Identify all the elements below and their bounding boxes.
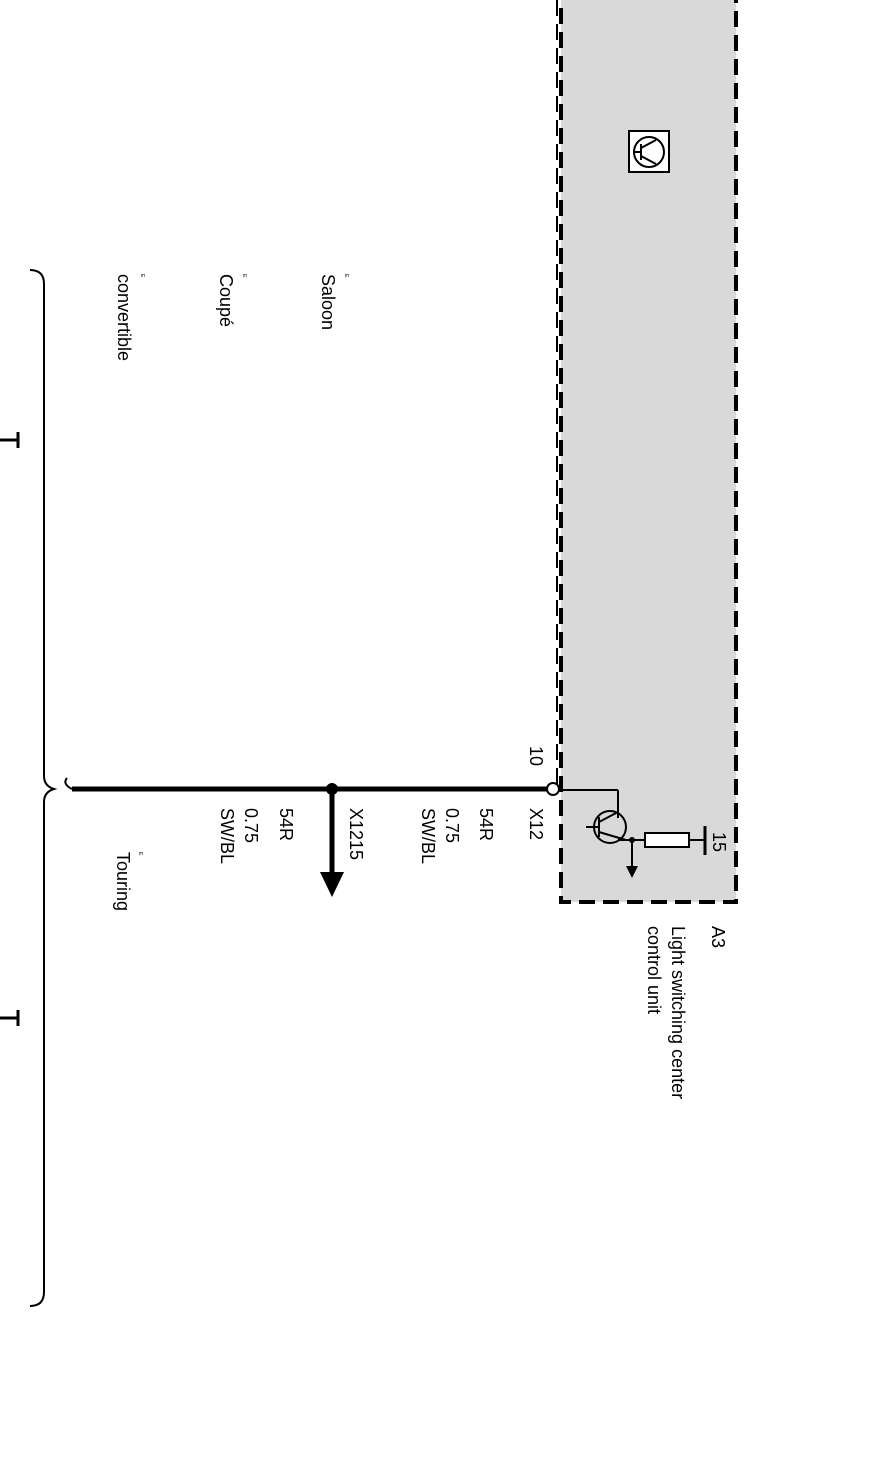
pin-15-label: 15 — [709, 832, 729, 852]
variant-saloon: Saloon — [318, 274, 338, 330]
component-name-line1: Light switching center — [668, 926, 688, 1099]
wire-lower-labels: 54R 0.75 SW/BL — [217, 808, 296, 864]
variant-convertible-mark: E — [139, 274, 145, 278]
transistor-box-icon — [628, 130, 670, 173]
pin-10-label: 10 — [526, 746, 546, 766]
wire-lower-size: 0.75 — [241, 808, 261, 843]
internal-circuit — [554, 789, 707, 878]
variant-coupe: Coupé — [216, 274, 236, 327]
control-unit-a3[interactable] — [554, 0, 738, 904]
component-name-line2: control unit — [644, 926, 664, 1014]
component-labels: A3 Light switching center control unit 1… — [526, 746, 729, 1099]
wire-upper-color: SW/BL — [418, 808, 438, 864]
variant-touring-mark: E — [137, 852, 143, 856]
ground-arrow-icon — [626, 866, 638, 878]
variant-brace — [29, 269, 58, 1307]
wire-lower-label: 54R — [276, 808, 296, 841]
variant-coupe-mark: E — [241, 274, 247, 278]
wire-lower-color: SW/BL — [217, 808, 237, 864]
wire-end-hook — [64, 777, 73, 790]
variant-labels: E Saloon E Coupé E convertible E Touring — [113, 274, 349, 911]
variant-saloon-mark: E — [343, 274, 349, 278]
wire-upper-labels: 54R 0.75 SW/BL — [418, 808, 496, 864]
connector-x12-pin — [546, 782, 560, 796]
wire-upper-size: 0.75 — [442, 808, 462, 843]
splice-arrow-icon — [320, 872, 344, 897]
brace-tick-lower-icon — [0, 1010, 20, 1026]
wire-upper-label: 54R — [476, 808, 496, 841]
connector-x12-label: X12 — [526, 808, 546, 840]
variant-touring: Touring — [113, 852, 133, 911]
brace-tick-upper-icon — [0, 432, 20, 448]
variant-convertible: convertible — [114, 274, 134, 361]
resistor-icon — [644, 832, 690, 848]
component-id: A3 — [708, 926, 728, 948]
splice-x1215-label: X1215 — [346, 808, 366, 860]
